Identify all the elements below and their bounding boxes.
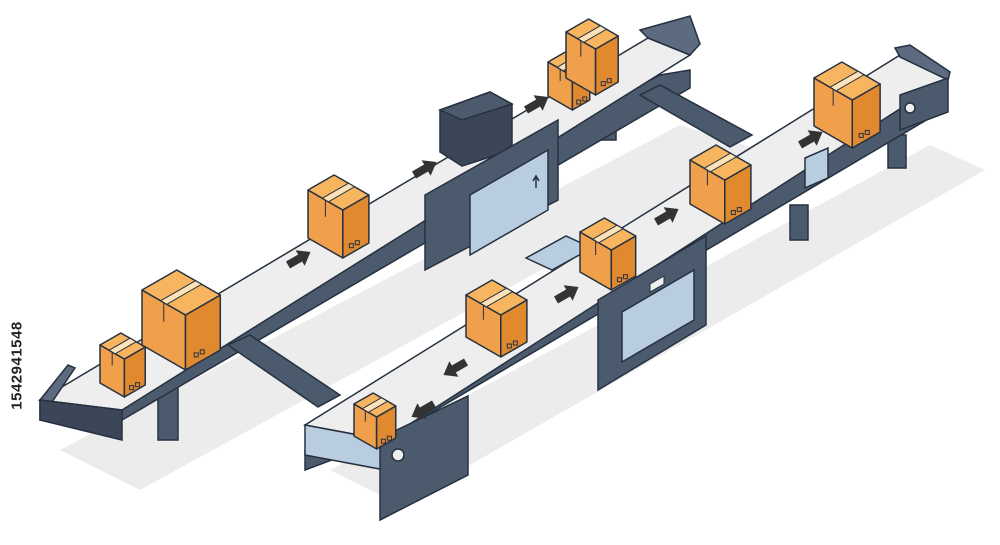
inspection-panel	[424, 118, 559, 272]
cardboard-box	[99, 332, 146, 398]
scanner-tunnel	[438, 91, 514, 167]
handle-symbol-icon	[730, 207, 742, 216]
handle-symbol-icon	[600, 78, 612, 87]
cross-beams	[226, 84, 754, 408]
stock-id-text: 1542941548	[8, 320, 26, 410]
handle-symbol-icon	[348, 240, 360, 249]
handle-symbol-icon	[380, 435, 392, 444]
cardboard-boxes	[99, 18, 881, 450]
cardboard-box	[813, 61, 881, 149]
handle-symbol-icon	[576, 96, 588, 105]
cardboard-box	[565, 18, 619, 96]
cardboard-box	[689, 144, 752, 225]
cardboard-box	[307, 174, 370, 259]
monitor-panel	[597, 234, 707, 392]
cardboard-box	[353, 392, 397, 450]
handle-symbol-icon	[858, 129, 870, 138]
handle-symbol-icon	[129, 382, 141, 391]
handle-symbol-icon	[193, 349, 205, 358]
cardboard-box	[465, 279, 528, 358]
stock-id-label: 1542941548	[4, 300, 30, 430]
cardboard-box	[579, 217, 637, 291]
cardboard-box	[141, 269, 222, 371]
handle-symbol-icon	[616, 274, 628, 283]
handle-symbol-icon	[506, 340, 518, 349]
arrow-up-icon	[532, 174, 540, 188]
